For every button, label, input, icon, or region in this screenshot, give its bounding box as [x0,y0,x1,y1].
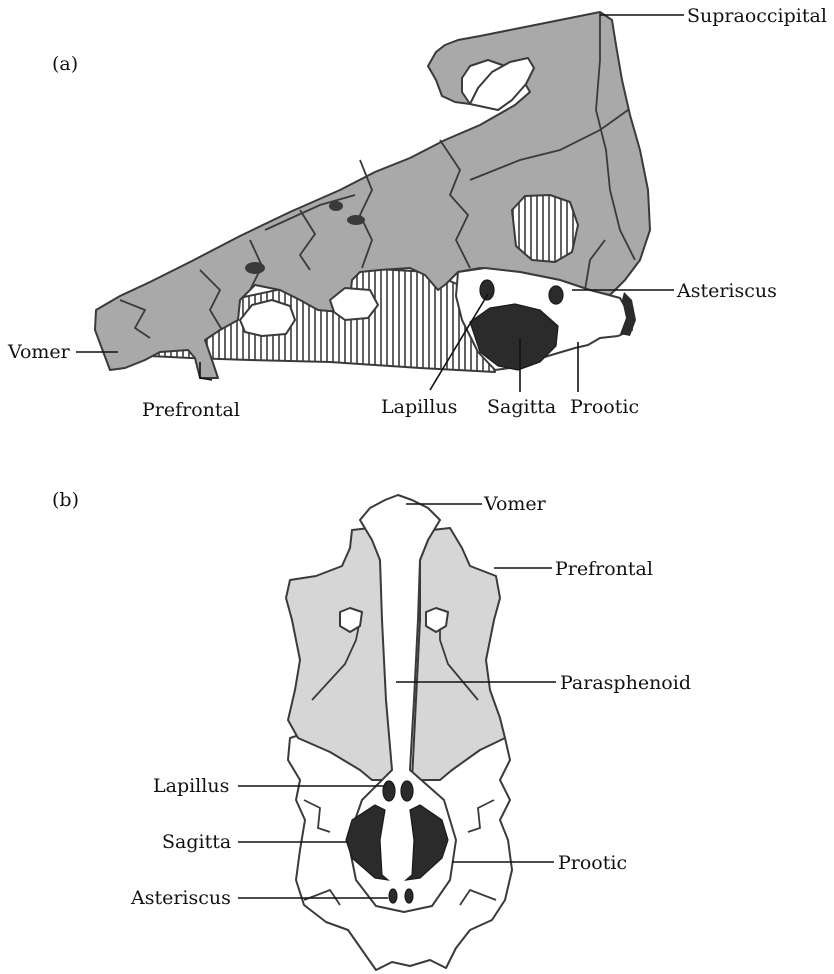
ventral-asteriscus-left [389,889,397,903]
lateral-skull [95,12,650,378]
lateral-asteriscus [549,286,563,304]
label-b-parasphenoid: Parasphenoid [560,672,691,694]
label-b-vomer: Vomer [483,493,547,515]
label-b-prefrontal: Prefrontal [555,558,653,580]
label-a-prootic: Prootic [570,396,639,418]
ventral-asteriscus-right [405,889,413,903]
label-b-lapillus: Lapillus [153,775,229,797]
otic-fenestra [512,195,578,262]
panel-b-tag: (b) [52,489,79,511]
label-a-sagitta: Sagitta [487,396,556,418]
label-a-vomer: Vomer [7,341,71,363]
label-a-lapillus: Lapillus [381,396,457,418]
label-b-sagitta: Sagitta [162,831,231,853]
label-a-asteriscus: Asteriscus [676,280,777,302]
ventral-prefrontal-right [412,528,505,780]
label-b-asteriscus: Asteriscus [130,887,231,909]
label-b-prootic: Prootic [558,852,627,874]
panel-a-tag: (a) [52,53,78,75]
label-a-prefrontal: Prefrontal [142,399,240,421]
ventral-lapillus-right [401,781,413,801]
ventral-lapillus-left [383,781,395,801]
label-a-supraoccipital: Supraoccipital [687,5,827,27]
